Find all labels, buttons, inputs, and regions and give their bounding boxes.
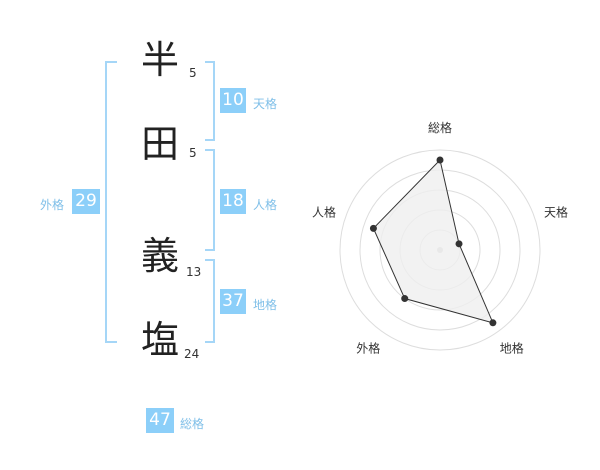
jinkaku-value: 18: [220, 189, 246, 214]
chikaku-value: 37: [220, 289, 246, 314]
kanji-3: 義: [140, 234, 179, 278]
gaikaku-value: 29: [72, 189, 100, 214]
gaikaku-label: 外格: [40, 198, 65, 212]
stroke-count-3: 13: [186, 265, 202, 279]
radar-ring-5: [339, 149, 541, 351]
radar-point-1: [455, 240, 463, 248]
radar-axis-label-1: 天格: [544, 204, 568, 219]
radar-points: [369, 156, 497, 327]
soukaku-label: 総格: [180, 417, 205, 431]
soukaku-value: 47: [146, 408, 174, 433]
radar-axis-label-3: 外格: [356, 341, 380, 356]
jinkaku-label: 人格: [253, 198, 278, 212]
tenkaku-value: 10: [220, 88, 246, 113]
radar-point-2: [489, 319, 497, 327]
kanji-4: 塩: [140, 318, 179, 362]
radar-axis-label-0: 総格: [428, 120, 452, 135]
gaikaku-bracket: [105, 61, 117, 343]
radar-axis-label-4: 人格: [312, 204, 336, 219]
stroke-count-4: 24: [184, 347, 200, 361]
stroke-count-1: 5: [189, 66, 197, 80]
stroke-count-2: 5: [189, 146, 197, 160]
radar-point-4: [369, 224, 377, 232]
radar-axis-label-2: 地格: [500, 341, 524, 356]
chikaku-label: 地格: [253, 298, 278, 312]
radar-polygon: [372, 158, 494, 324]
radar-point-3: [401, 295, 409, 303]
radar-point-0: [436, 156, 444, 164]
tenkaku-bracket: [205, 61, 215, 141]
kanji-1: 半: [140, 38, 179, 82]
kanji-2: 田: [140, 122, 179, 166]
jinkaku-bracket: [205, 149, 215, 251]
chikaku-bracket: [205, 259, 215, 343]
tenkaku-label: 天格: [253, 97, 278, 111]
